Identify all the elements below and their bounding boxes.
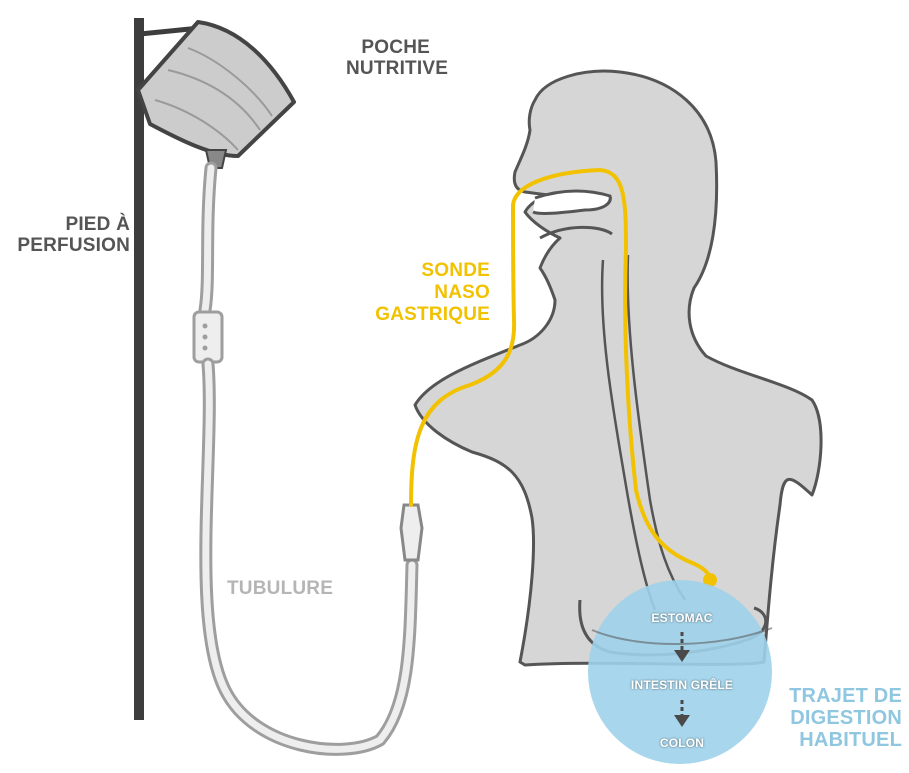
tubing-label: TUBULURE — [227, 578, 333, 600]
tube-connector — [401, 505, 422, 560]
tube-label-line-3: GASTRIQUE — [360, 304, 490, 326]
human-silhouette — [415, 71, 821, 665]
roller-clamp — [194, 312, 222, 362]
step-stomach: ESTOMAC — [651, 611, 712, 625]
pole-label-line-1: PIED À — [10, 214, 130, 235]
pole-label: PIED À PERFUSION — [10, 214, 130, 256]
nasogastric-tube-label: SONDE NASO GASTRIQUE — [360, 260, 490, 326]
path-title-line-3: HABITUEL — [770, 729, 902, 751]
path-title-line-1: TRAJET DE — [770, 685, 902, 707]
bag-label: POCHE NUTRITIVE — [346, 37, 430, 79]
nutrition-bag — [138, 22, 294, 168]
digestion-path-title: TRAJET DE DIGESTION HABITUEL — [770, 685, 902, 751]
feeding-tubing — [194, 168, 422, 749]
tube-label-line-1: SONDE — [360, 260, 490, 282]
step-colon: COLON — [660, 736, 704, 750]
step-small-intestine: INTESTIN GRÊLE — [631, 678, 733, 692]
path-title-line-2: DIGESTION — [770, 707, 902, 729]
tube-label-line-2: NASO — [360, 282, 490, 304]
pole-label-line-2: PERFUSION — [10, 235, 130, 256]
bag-label-line-2: NUTRITIVE — [346, 58, 430, 79]
bag-label-line-1: POCHE — [346, 37, 430, 58]
